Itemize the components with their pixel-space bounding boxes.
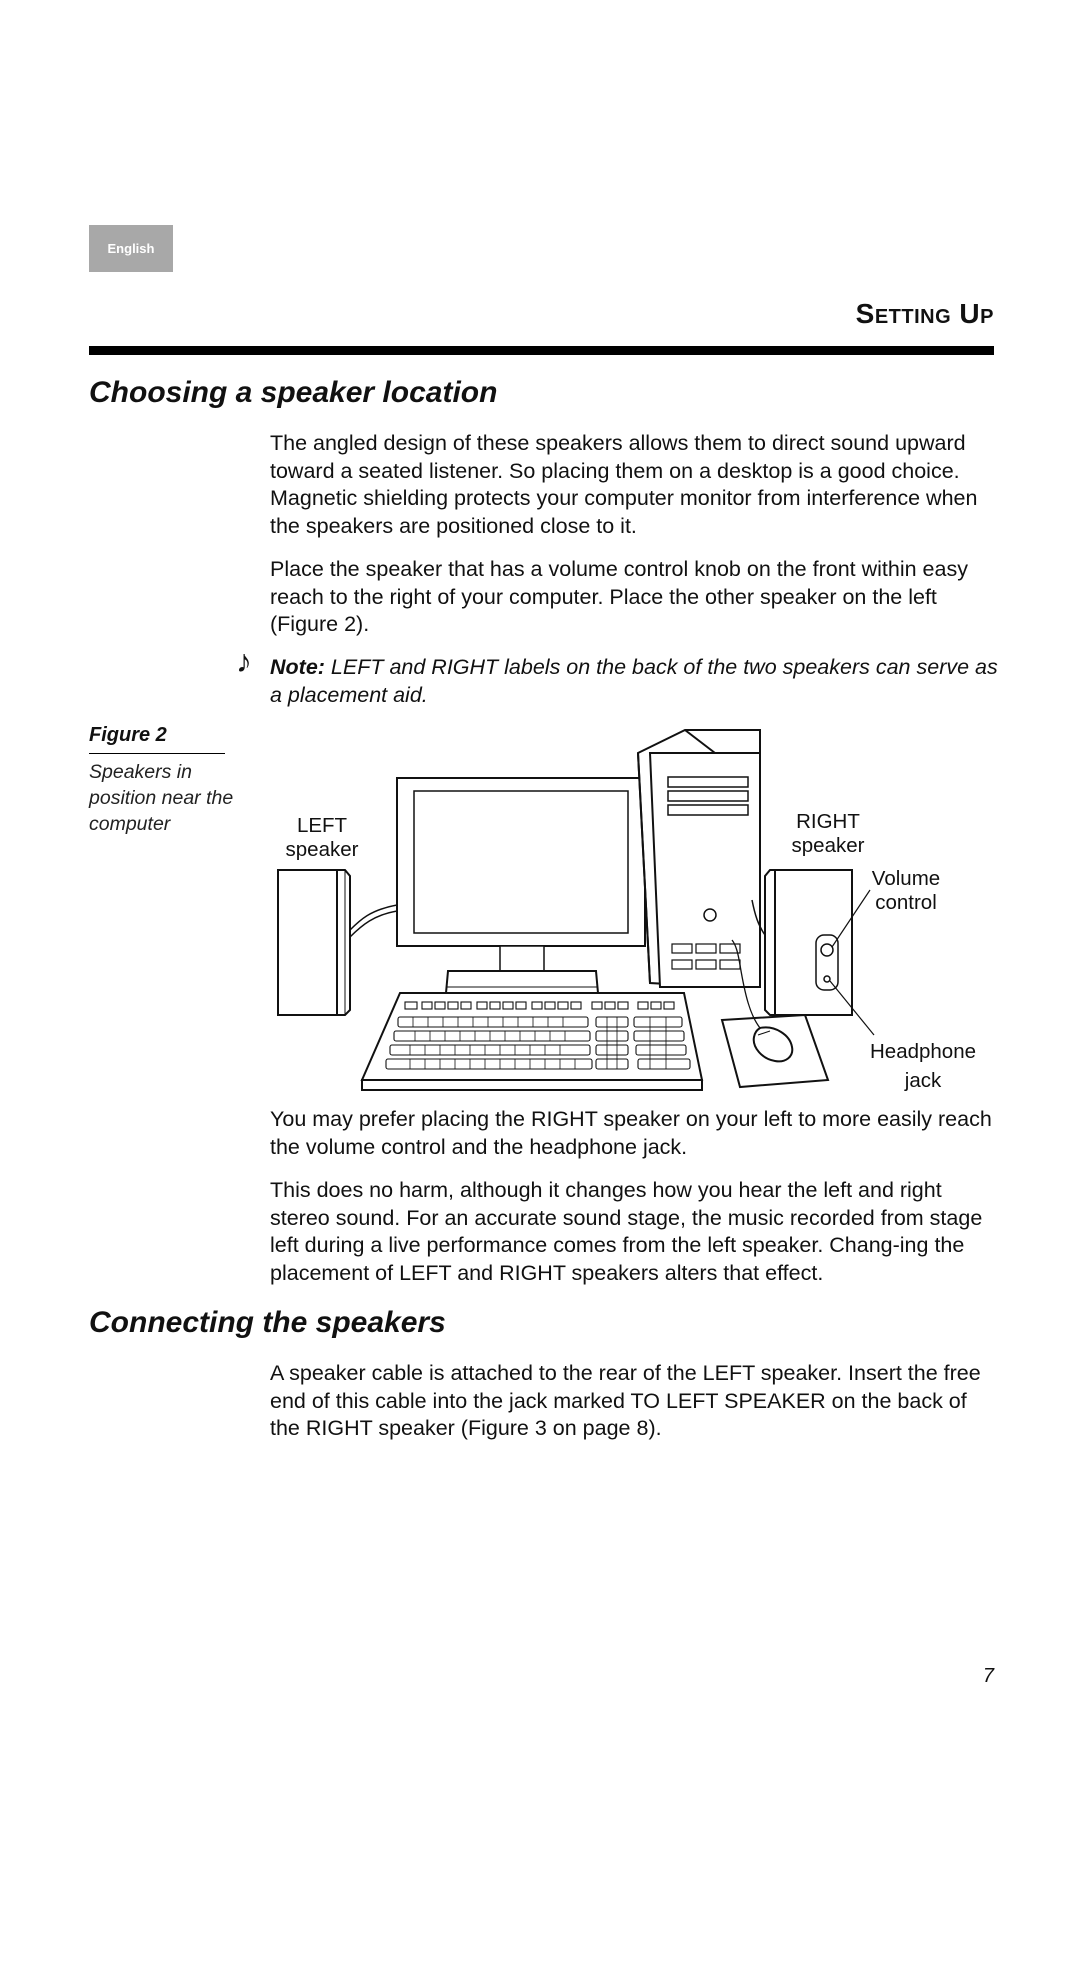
callout-left-speaker: LEFT speaker [280,814,364,862]
paragraph-placement: Place the speaker that has a volume cont… [270,557,968,636]
note: Note: LEFT and RIGHT labels on the back … [270,654,1000,709]
callout-headphone-jack: Headphone jack [858,1040,988,1093]
tower-drawing [636,729,761,988]
callout-volume-control: Volume control [858,867,954,915]
page-number: 7 [982,1665,994,1687]
paragraph-sound-stage: This does no harm, although it changes h… [270,1178,983,1285]
section-title-connecting: Connecting the speakers [89,1306,446,1339]
monitor-drawing [396,777,646,994]
callout-left-speaker-line1: LEFT [296,814,348,837]
keyboard-drawing [360,992,704,1091]
callout-volume-control-line1: Volume [871,867,941,890]
callout-right-speaker-line2: speaker [791,834,865,857]
callout-headphone-jack-line2: jack [904,1069,942,1092]
callout-left-speaker-line2: speaker [285,838,359,861]
callout-headphone-jack-line1: Headphone [869,1040,976,1063]
right-speaker-drawing [764,869,853,1016]
left-speaker-drawing [277,869,351,1016]
note-label: Note: [270,655,325,679]
header-rule [89,346,994,355]
music-note-icon: ♪ [236,643,252,679]
language-tab: English [89,225,173,272]
section-title-choosing: Choosing a speaker location [89,376,498,409]
note-text: LEFT and RIGHT labels on the back of the… [270,655,998,707]
callout-right-speaker-line1: RIGHT [796,810,860,833]
callout-right-speaker: RIGHT speaker [780,810,876,858]
section-header: Setting Up [855,298,994,329]
paragraph-speaker-cable: A speaker cable is attached to the rear … [270,1361,981,1440]
mouse-drawing [720,939,830,1089]
figure-caption: Speakers in position near the computer [89,761,234,835]
figure-label: Figure 2 [89,724,225,754]
paragraph-angled-design: The angled design of these speakers allo… [270,431,978,538]
callout-volume-control-line2: control [875,891,937,914]
computer-speakers-illustration [277,729,875,1091]
paragraph-right-on-left: You may prefer placing the RIGHT speaker… [270,1107,992,1159]
